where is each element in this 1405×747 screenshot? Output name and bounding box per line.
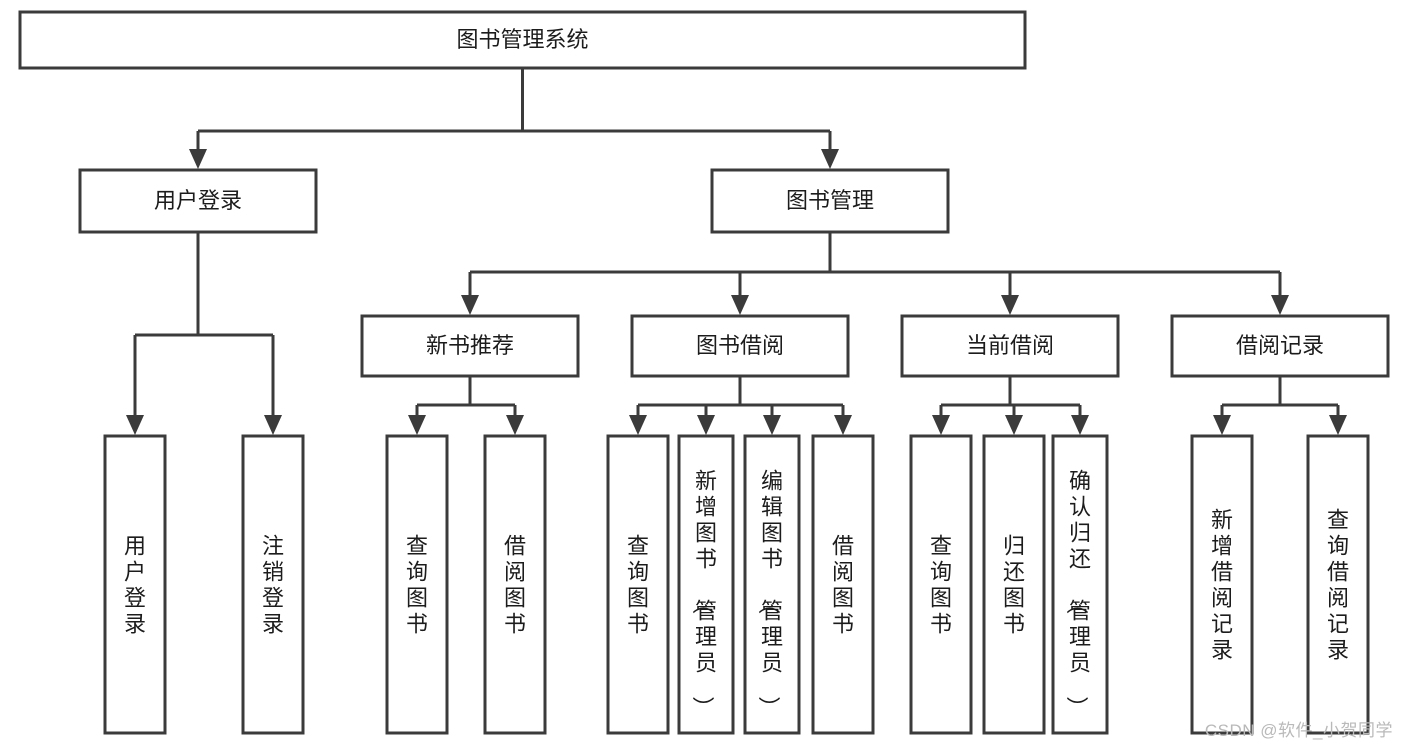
node-label: 图书借阅 bbox=[696, 333, 784, 358]
arrow-head-icon bbox=[834, 415, 852, 435]
node-label: 注销登录 bbox=[262, 533, 284, 636]
arrow-head-icon bbox=[1005, 415, 1023, 435]
node-label: 用户登录 bbox=[124, 533, 146, 636]
node-box bbox=[900, 314, 1120, 378]
node-l-borrow-book-2[interactable]: 借阅图书 bbox=[811, 434, 875, 735]
connector-group bbox=[1213, 376, 1347, 435]
node-label: 新增借阅记录 bbox=[1211, 507, 1233, 662]
arrow-head-icon bbox=[731, 295, 749, 315]
node-label: 新增图书（管理员） bbox=[690, 468, 717, 718]
arrow-head-icon bbox=[629, 415, 647, 435]
node-box bbox=[1051, 434, 1109, 735]
arrow-head-icon bbox=[1271, 295, 1289, 315]
node-label: 当前借阅 bbox=[966, 333, 1054, 358]
connector-group bbox=[461, 232, 1289, 315]
node-label: 确认归还（管理员） bbox=[1064, 468, 1091, 718]
arrow-head-icon bbox=[763, 415, 781, 435]
arrow-head-icon bbox=[126, 415, 144, 435]
node-label: 借阅图书 bbox=[832, 533, 854, 636]
node-box bbox=[78, 168, 318, 234]
node-label: 借阅图书 bbox=[504, 533, 526, 636]
node-l-add-record[interactable]: 新增借阅记录 bbox=[1190, 434, 1254, 735]
node-l-logout[interactable]: 注销登录 bbox=[241, 434, 305, 735]
node-label: 新书推荐 bbox=[426, 333, 514, 358]
node-box bbox=[1170, 314, 1390, 378]
node-box bbox=[909, 434, 973, 735]
node-n-current[interactable]: 当前借阅 bbox=[900, 314, 1120, 378]
node-box bbox=[18, 10, 1027, 70]
node-box bbox=[743, 434, 801, 735]
node-l-add-book[interactable]: 新增图书（管理员） bbox=[677, 434, 735, 735]
arrow-head-icon bbox=[264, 415, 282, 435]
arrow-head-icon bbox=[1213, 415, 1231, 435]
node-box bbox=[360, 314, 580, 378]
node-box bbox=[982, 434, 1046, 735]
node-label: 图书管理 bbox=[786, 188, 874, 213]
node-box bbox=[677, 434, 735, 735]
node-label: 查询图书 bbox=[406, 533, 428, 636]
node-box bbox=[710, 168, 950, 234]
node-l-borrow-book-1[interactable]: 借阅图书 bbox=[483, 434, 547, 735]
node-l-confirm-return[interactable]: 确认归还（管理员） bbox=[1051, 434, 1109, 735]
node-box bbox=[241, 434, 305, 735]
node-root[interactable]: 图书管理系统 bbox=[18, 10, 1027, 70]
watermark-label: CSDN @软件_小贺同学 bbox=[1204, 721, 1393, 740]
node-box bbox=[1190, 434, 1254, 735]
connector-group bbox=[932, 376, 1089, 435]
node-l-edit-book[interactable]: 编辑图书（管理员） bbox=[743, 434, 801, 735]
connectors-layer bbox=[126, 68, 1347, 435]
arrow-head-icon bbox=[189, 149, 207, 169]
node-n-book-manage[interactable]: 图书管理 bbox=[710, 168, 950, 234]
node-box bbox=[103, 434, 167, 735]
node-label: 查询借阅记录 bbox=[1327, 507, 1349, 662]
arrow-head-icon bbox=[506, 415, 524, 435]
arrow-head-icon bbox=[932, 415, 950, 435]
arrow-head-icon bbox=[1071, 415, 1089, 435]
node-n-records[interactable]: 借阅记录 bbox=[1170, 314, 1390, 378]
node-n-new-book[interactable]: 新书推荐 bbox=[360, 314, 580, 378]
node-l-query-book-2[interactable]: 查询图书 bbox=[606, 434, 670, 735]
node-n-user-login[interactable]: 用户登录 bbox=[78, 168, 318, 234]
node-l-return-book[interactable]: 归还图书 bbox=[982, 434, 1046, 735]
arrow-head-icon bbox=[408, 415, 426, 435]
arrow-head-icon bbox=[461, 295, 479, 315]
connector-group bbox=[189, 68, 839, 169]
node-label: 查询图书 bbox=[627, 533, 649, 636]
node-n-borrow[interactable]: 图书借阅 bbox=[630, 314, 850, 378]
node-label: 用户登录 bbox=[154, 188, 242, 213]
arrow-head-icon bbox=[697, 415, 715, 435]
node-label: 编辑图书（管理员） bbox=[756, 468, 783, 718]
node-box bbox=[483, 434, 547, 735]
arrow-head-icon bbox=[1001, 295, 1019, 315]
node-box bbox=[1306, 434, 1370, 735]
arrow-head-icon bbox=[821, 149, 839, 169]
node-label: 图书管理系统 bbox=[456, 27, 588, 52]
node-l-query-book-1[interactable]: 查询图书 bbox=[385, 434, 449, 735]
node-box bbox=[811, 434, 875, 735]
node-l-user-login[interactable]: 用户登录 bbox=[103, 434, 167, 735]
connector-group bbox=[629, 376, 852, 435]
node-label: 查询图书 bbox=[930, 533, 952, 636]
connector-group bbox=[408, 376, 524, 435]
node-box bbox=[606, 434, 670, 735]
arrow-head-icon bbox=[1329, 415, 1347, 435]
nodes-layer: 图书管理系统用户登录图书管理新书推荐图书借阅当前借阅借阅记录用户登录注销登录查询… bbox=[18, 10, 1390, 735]
node-l-query-record[interactable]: 查询借阅记录 bbox=[1306, 434, 1370, 735]
connector-group bbox=[126, 232, 282, 435]
node-label: 归还图书 bbox=[1003, 533, 1025, 636]
node-label: 借阅记录 bbox=[1236, 333, 1324, 358]
node-box bbox=[385, 434, 449, 735]
node-box bbox=[630, 314, 850, 378]
node-l-query-book-3[interactable]: 查询图书 bbox=[909, 434, 973, 735]
